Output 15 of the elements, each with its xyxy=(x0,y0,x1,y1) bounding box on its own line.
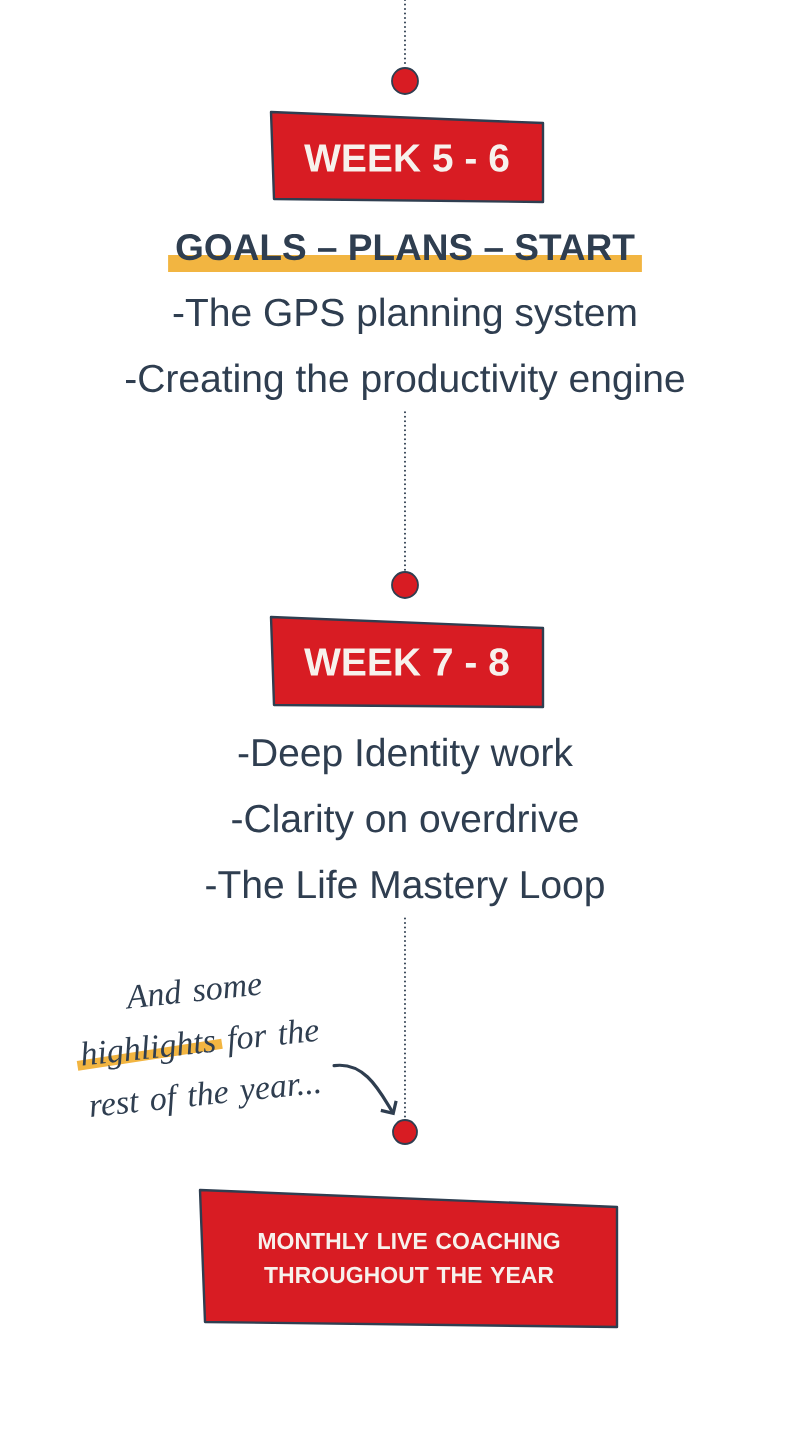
list-item: -Deep Identity work xyxy=(238,737,573,775)
timeline-dot xyxy=(391,67,419,95)
curved-arrow xyxy=(332,1063,398,1116)
banner-box: MONTHLY LIVE COACHING THROUGHOUT THE YEAR xyxy=(198,1188,619,1329)
handwritten-note: And some highlights for the rest of the year... xyxy=(82,978,320,1117)
list-item: -The Life Mastery Loop xyxy=(206,869,604,907)
list-item: -Clarity on overdrive xyxy=(232,803,578,841)
timeline-dot xyxy=(392,1119,418,1145)
label-box: WEEK 5 - 6 xyxy=(269,110,545,204)
timeline-dot xyxy=(391,571,419,599)
list-item: -The GPS planning system xyxy=(173,297,636,334)
list-item: -Creating the productivity engine xyxy=(126,363,684,400)
dotted-line xyxy=(404,411,406,573)
heading: GOALS – PLANS – START xyxy=(176,234,635,261)
label-box: WEEK 7 - 8 xyxy=(269,615,545,709)
